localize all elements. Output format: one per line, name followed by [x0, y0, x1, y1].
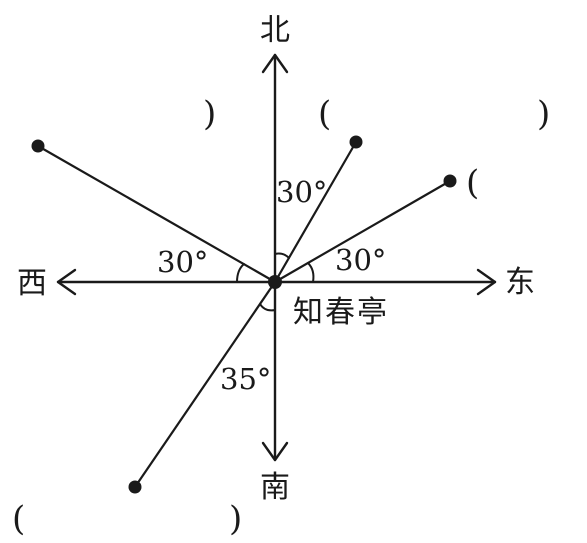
angle-label-west-north: 30° [157, 245, 208, 279]
angle-arc-north-east [274, 252, 290, 259]
point-east-north [443, 174, 457, 188]
east-label: 东 [505, 265, 535, 300]
west-label: 西 [17, 266, 47, 301]
angle-label-south-west: 35° [220, 362, 271, 396]
south-arrowhead [261, 441, 289, 462]
blank-south-west-close: ) [229, 499, 242, 539]
west-arrowhead [56, 268, 77, 296]
blank-east-north-open: ( [466, 163, 479, 203]
blank-north-east-open: ( [318, 94, 331, 134]
east-arrowhead [476, 268, 497, 296]
south-label: 南 [260, 470, 290, 505]
point-west-north [31, 139, 45, 153]
ray-east-north [273, 179, 452, 284]
origin-point [268, 275, 282, 289]
blank-north-east-close: ) [537, 94, 550, 134]
angle-label-east-north: 30° [335, 243, 386, 277]
angle-arc-south-west [259, 303, 276, 312]
point-north-east [349, 135, 363, 149]
north-label: 北 [260, 13, 290, 48]
blank-south-west-open: ( [12, 499, 25, 539]
blank-west-north-close: ) [203, 94, 216, 134]
angle-label-north-east: 30° [276, 175, 327, 209]
angle-arc-east-north [307, 262, 315, 283]
angle-arc-west-north [236, 263, 245, 283]
point-south-west [128, 480, 142, 494]
ray-south-west [133, 280, 277, 489]
north-arrowhead [261, 53, 289, 74]
origin-label: 知春亭 [293, 295, 389, 330]
ray-west-north [36, 144, 277, 284]
